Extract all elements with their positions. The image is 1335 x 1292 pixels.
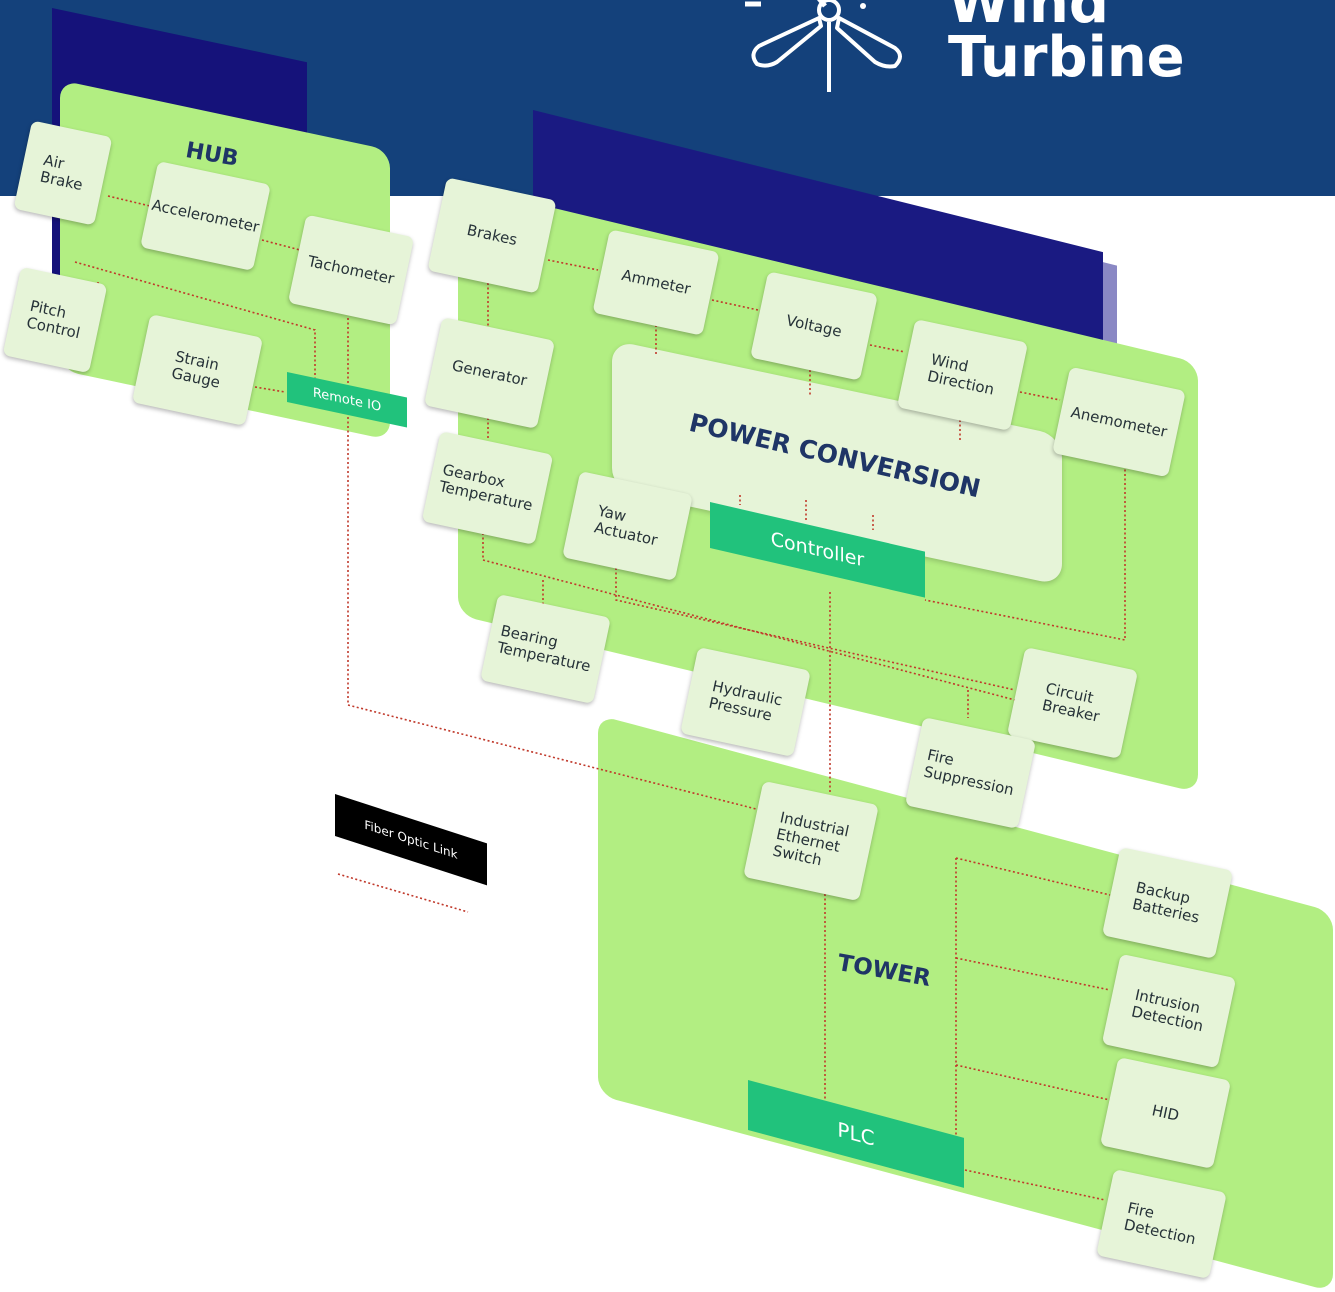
header-title: Wind Turbine [948, 0, 1185, 90]
pitch-control-card: Pitch Control [2, 266, 108, 374]
wind-turbine-icon [745, 0, 902, 92]
header-title-line2: Turbine [948, 25, 1185, 90]
header-title-line1: Wind [948, 0, 1109, 36]
